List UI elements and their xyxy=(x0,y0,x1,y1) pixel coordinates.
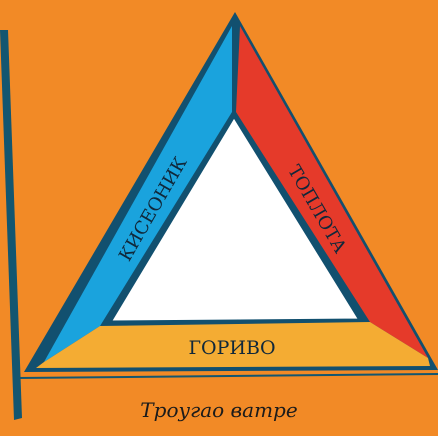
fuel-label: ГОРИВО xyxy=(188,337,275,359)
diagram-caption: Троугао ватре xyxy=(0,398,438,422)
divider-line xyxy=(18,374,438,378)
flag-pole xyxy=(0,30,22,420)
